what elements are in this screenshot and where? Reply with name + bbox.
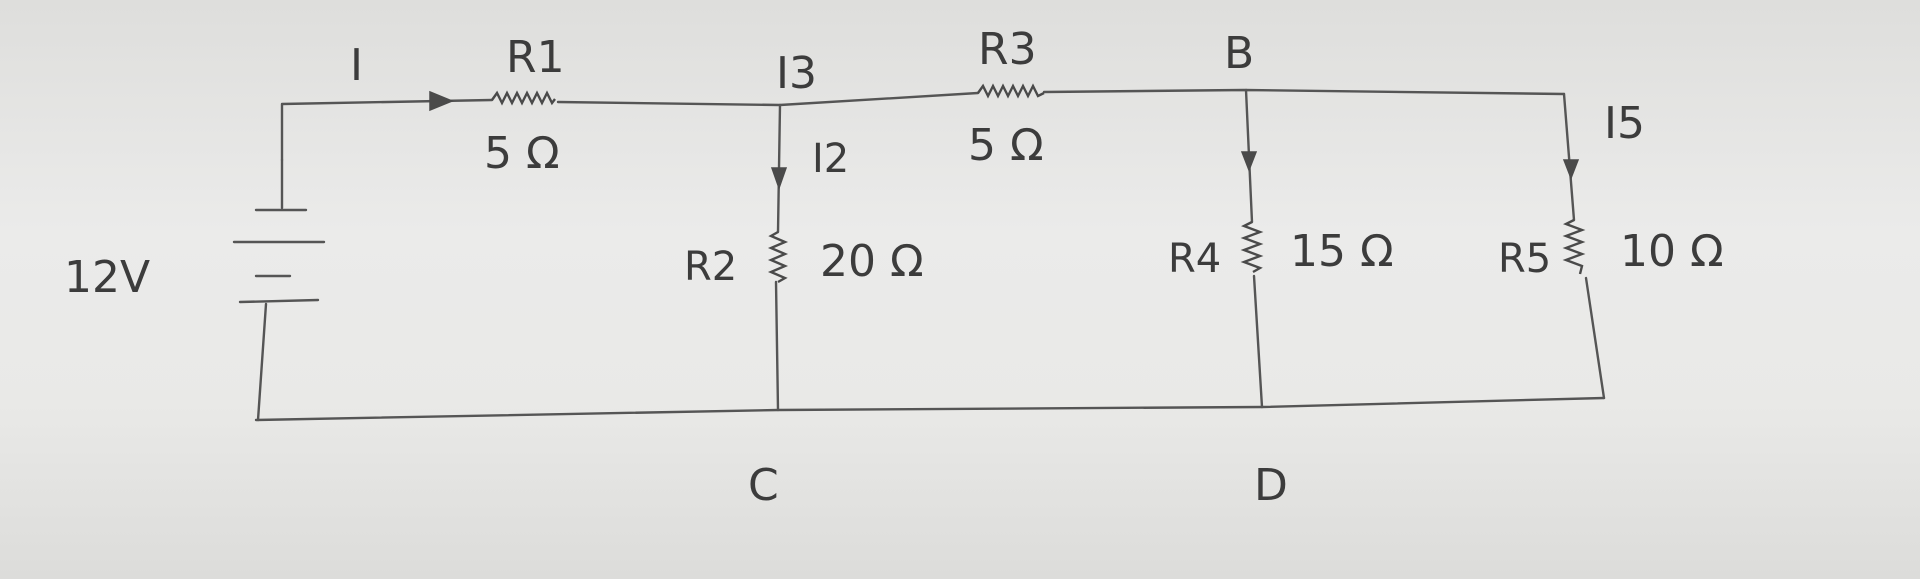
current-i-label: I (350, 40, 363, 91)
resistor-r4-name: R4 (1168, 236, 1221, 282)
resistor-r2-name: R2 (684, 244, 737, 290)
current-i3-label: I3 (776, 48, 817, 99)
wire-battery-bottom (256, 302, 268, 422)
wire-top-left (280, 98, 494, 162)
wire-top-right (1042, 88, 1566, 96)
resistor-r1-name: R1 (506, 32, 565, 83)
current-arrow-i5 (1562, 159, 1580, 181)
node-c-label: C (748, 460, 779, 511)
resistor-r5-name: R5 (1498, 236, 1551, 282)
node-b-label: B (1224, 28, 1254, 79)
current-arrow-i2 (770, 167, 788, 191)
wire-top-middle (556, 91, 980, 107)
resistor-r5-value: 10 Ω (1620, 226, 1724, 277)
current-arrow-r4 (1240, 151, 1258, 173)
resistor-r3-symbol (977, 83, 1045, 99)
wire-bottom (254, 396, 1606, 422)
current-i2-label: I2 (812, 136, 849, 182)
resistor-r4-value: 15 Ω (1290, 226, 1394, 277)
current-arrow-i (429, 90, 454, 112)
wire-branch-r5 (1562, 92, 1606, 400)
resistor-r5-symbol (1562, 218, 1586, 275)
resistor-r4-symbol (1240, 220, 1264, 274)
current-i5-label: I5 (1604, 98, 1645, 149)
resistor-r2-value: 20 Ω (820, 236, 924, 287)
resistor-r2-symbol (767, 230, 789, 284)
source-voltage-label: 12V (64, 252, 150, 303)
resistor-r1-value: 5 Ω (484, 128, 560, 179)
battery-symbol (232, 208, 326, 304)
node-d-label: D (1254, 460, 1288, 511)
resistor-r3-name: R3 (978, 24, 1037, 75)
resistor-r3-value: 5 Ω (968, 120, 1044, 171)
resistor-r1-symbol (491, 90, 556, 106)
